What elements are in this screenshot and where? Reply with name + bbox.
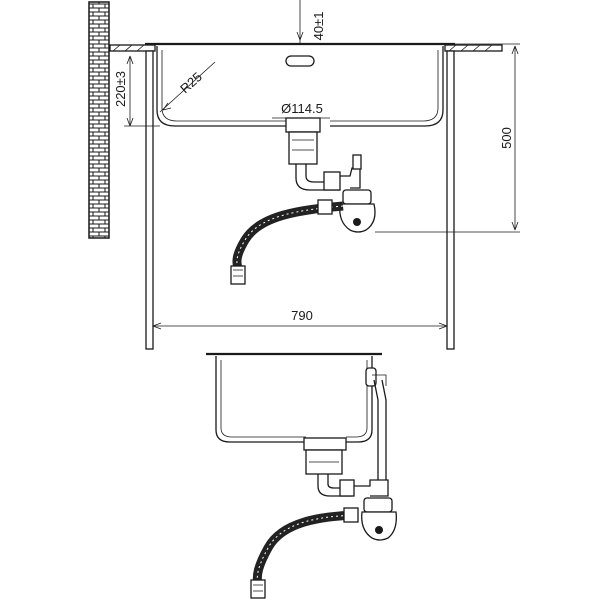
dimension-drain: Ø114.5 [272, 101, 330, 119]
detail-drain-strainer [303, 437, 347, 475]
dimension-cabinet-width: 790 [152, 308, 448, 330]
wall [88, 1, 110, 239]
dim-bowl-depth-label: 220±3 [113, 71, 128, 107]
dimension-bowl-depth: 220±3 [113, 55, 160, 127]
dim-drain-label: Ø114.5 [281, 101, 323, 116]
siphon-trap [295, 154, 376, 233]
top-installation-view: 40±1 220±3 R25 Ø114.5 500 790 [88, 0, 520, 350]
detail-overflow-pipe [365, 367, 387, 480]
detail-sink-bowl [206, 352, 382, 443]
countertop [109, 44, 503, 52]
dimension-radius: R25 [159, 61, 216, 113]
dim-overflow-label: 40±1 [311, 12, 326, 41]
detail-siphon-trap [317, 474, 397, 541]
drain-strainer [285, 117, 321, 165]
overflow-slot [285, 55, 315, 67]
dim-width-label: 790 [291, 308, 313, 323]
drain-hose [230, 199, 344, 285]
dimension-overflow: 40±1 [296, 0, 326, 44]
detail-drain-hose [250, 507, 359, 599]
dim-height-label: 500 [499, 127, 514, 149]
side-detail-view [206, 352, 397, 599]
dimension-cabinet-height: 500 [375, 43, 520, 233]
cabinet [145, 50, 455, 350]
